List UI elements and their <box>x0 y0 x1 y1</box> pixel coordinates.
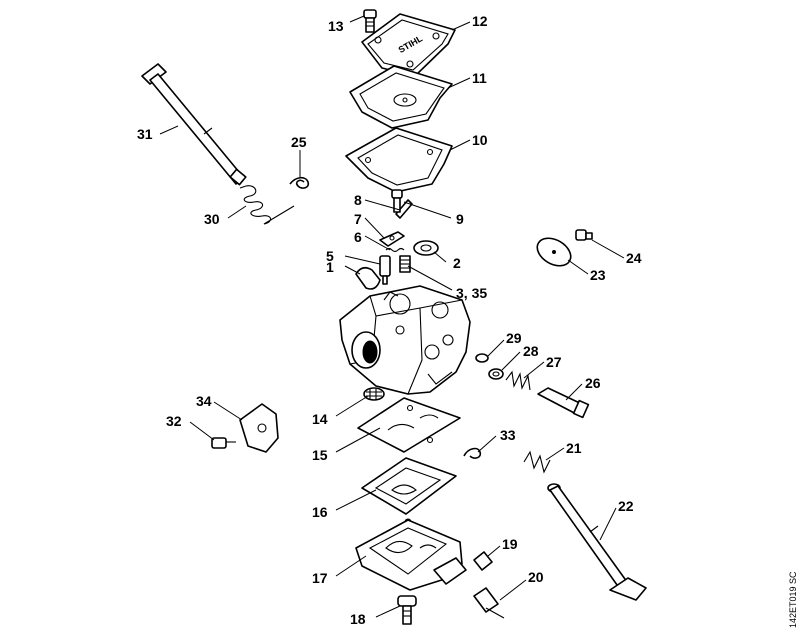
callout-2: 2 <box>453 255 461 271</box>
part-5-needle <box>379 255 391 285</box>
callout-3-35: 3, 35 <box>456 285 487 301</box>
callout-1: 1 <box>326 259 334 275</box>
part-8-pin <box>395 199 413 219</box>
part-7-lever <box>379 231 405 247</box>
callout-28: 28 <box>523 343 539 359</box>
part-10-gasket <box>345 127 453 193</box>
part-20-screw <box>473 587 505 619</box>
callout-12: 12 <box>472 13 488 29</box>
callout-22: 22 <box>618 498 634 514</box>
part-15-gasket <box>357 397 461 453</box>
callout-25: 25 <box>291 134 307 150</box>
part-14-screen <box>363 387 385 401</box>
callout-19: 19 <box>502 536 518 552</box>
callout-5: 5 <box>326 248 334 264</box>
callout-34: 34 <box>196 393 212 409</box>
part-13-screw <box>363 9 377 33</box>
callout-31: 31 <box>137 126 153 142</box>
leader-lines <box>159 15 625 618</box>
callout-7: 7 <box>354 211 362 227</box>
part-21-spring <box>523 450 551 474</box>
part-9-screw <box>391 189 403 213</box>
reference-code: 142ET019 SC <box>788 571 798 628</box>
callout-30: 30 <box>204 211 220 227</box>
part-18-screw <box>397 595 417 625</box>
part-25-clip <box>289 176 310 189</box>
callout-20: 20 <box>528 569 544 585</box>
part-11-diaphragm <box>349 65 453 129</box>
part-28-washer <box>488 368 504 380</box>
callout-8: 8 <box>354 192 362 208</box>
part-32-screw <box>211 437 236 449</box>
part-23-disc <box>536 237 572 267</box>
part-27-spring <box>505 370 531 391</box>
part-1-filter <box>355 266 381 290</box>
part-33-clip <box>463 447 482 459</box>
part-6-spring <box>385 247 405 253</box>
callout-32: 32 <box>166 413 182 429</box>
part-16-gasket <box>361 457 457 526</box>
part-26-screw <box>537 387 590 419</box>
callout-16: 16 <box>312 504 328 520</box>
part-19-plug <box>473 551 493 571</box>
callout-24: 24 <box>626 250 642 266</box>
callout-26: 26 <box>585 375 601 391</box>
callout-9: 9 <box>456 211 464 227</box>
callout-29: 29 <box>506 330 522 346</box>
callout-17: 17 <box>312 570 328 586</box>
carburetor-body <box>339 285 471 395</box>
callout-27: 27 <box>546 354 562 370</box>
part-3-spring <box>399 255 411 273</box>
part-29-oring <box>475 353 489 363</box>
part-24-screw <box>575 229 593 241</box>
part-22-shaft <box>547 483 647 601</box>
callout-23: 23 <box>590 267 606 283</box>
callout-14: 14 <box>312 411 328 427</box>
part-2-washer <box>413 240 439 256</box>
callout-11: 11 <box>472 70 487 86</box>
part-34-plate <box>239 403 279 453</box>
part-31-shaft <box>141 63 247 186</box>
part-17-cover <box>355 519 467 591</box>
part-30-spring <box>239 185 295 225</box>
callout-10: 10 <box>472 132 488 148</box>
callout-18: 18 <box>350 611 366 627</box>
callout-13: 13 <box>328 18 344 34</box>
callout-33: 33 <box>500 427 516 443</box>
callout-21: 21 <box>566 440 582 456</box>
callout-labels: 1 2 3, 35 5 6 7 8 9 10 11 12 13 14 15 16… <box>137 13 642 627</box>
callout-15: 15 <box>312 447 328 463</box>
part-12-cover: STIHL <box>361 13 456 77</box>
callout-6: 6 <box>354 229 362 245</box>
